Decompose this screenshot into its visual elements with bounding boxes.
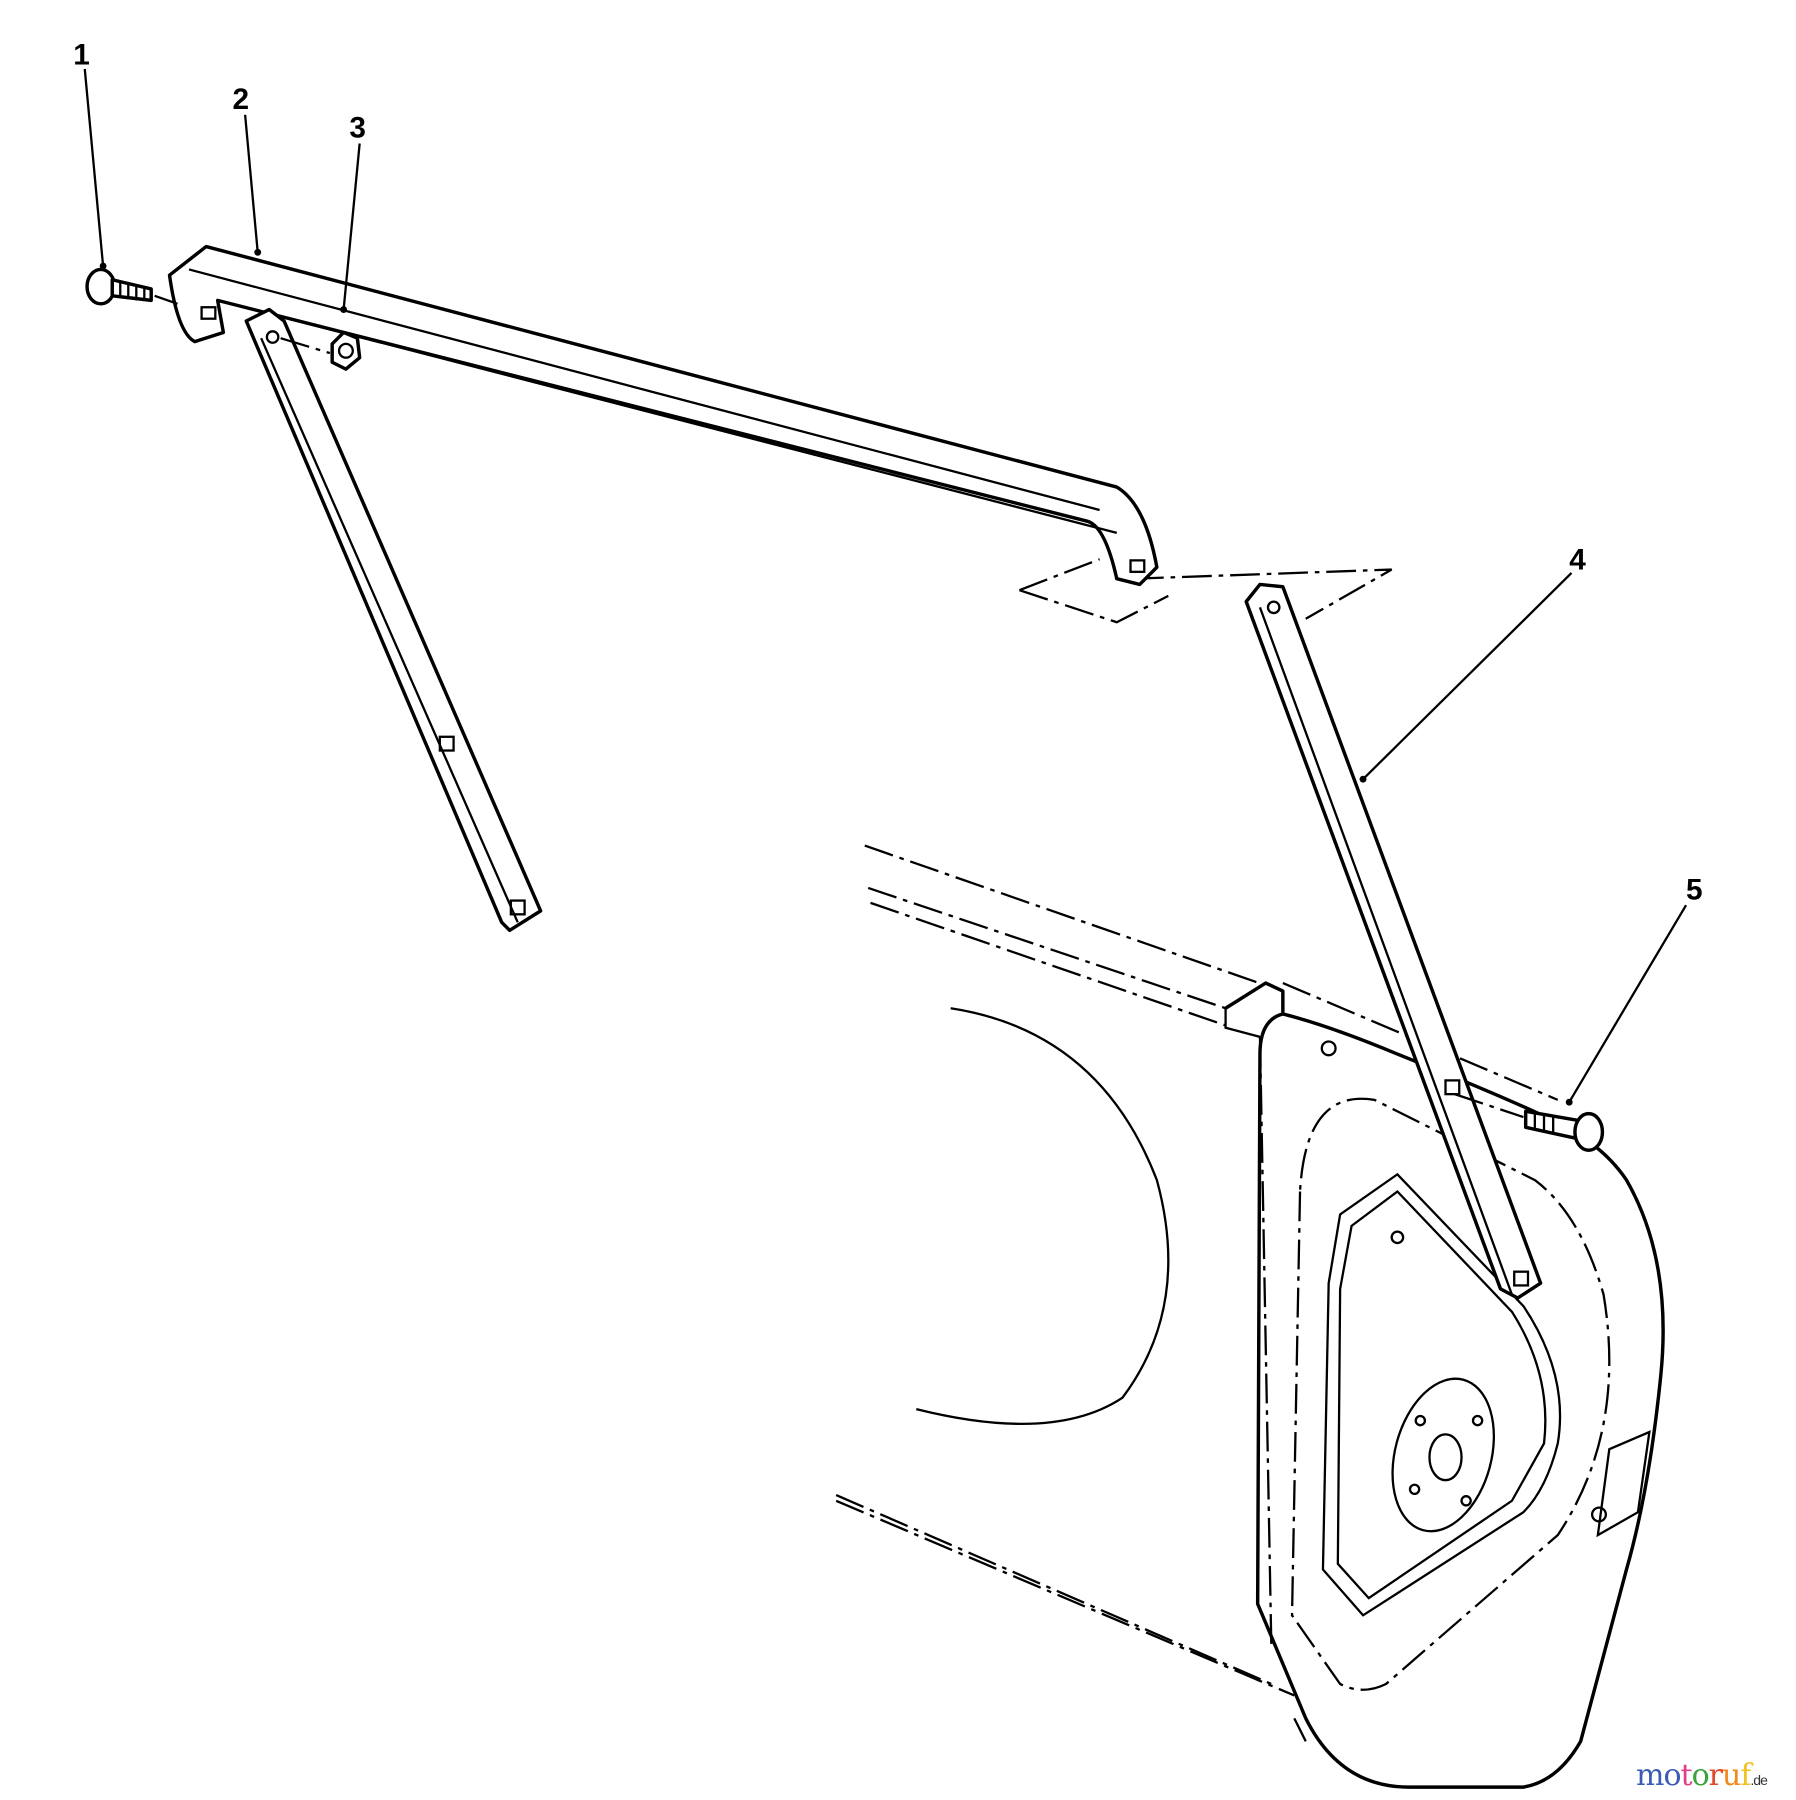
part-1-carriage-bolt xyxy=(85,267,178,306)
callout-5: 5 xyxy=(1686,873,1703,906)
watermark-letter: o xyxy=(1691,1758,1710,1793)
watermark-logo: motoruf.de xyxy=(1636,1758,1768,1793)
callout-3: 3 xyxy=(349,112,366,145)
mount-plate-outline xyxy=(1019,558,1393,624)
callout-4: 4 xyxy=(1569,544,1586,577)
callout-1: 1 xyxy=(73,38,90,71)
part-4-brace xyxy=(1244,582,1543,1300)
housing xyxy=(835,844,1665,1789)
watermark-letter: o xyxy=(1663,1758,1681,1793)
watermark-letter: f xyxy=(1740,1758,1751,1793)
part-5-carriage-bolt xyxy=(1454,1093,1605,1152)
leader-lines xyxy=(83,68,1688,1106)
watermark-letter: m xyxy=(1636,1758,1664,1793)
watermark-text: motoruf xyxy=(1636,1758,1751,1793)
watermark-suffix: .de xyxy=(1750,1772,1767,1788)
callout-2: 2 xyxy=(233,83,250,116)
watermark-letter: u xyxy=(1721,1758,1741,1793)
watermark-letter: t xyxy=(1680,1758,1693,1793)
part-3-nut xyxy=(280,330,362,371)
left-brace xyxy=(244,307,543,933)
watermark-letter: r xyxy=(1708,1758,1723,1793)
